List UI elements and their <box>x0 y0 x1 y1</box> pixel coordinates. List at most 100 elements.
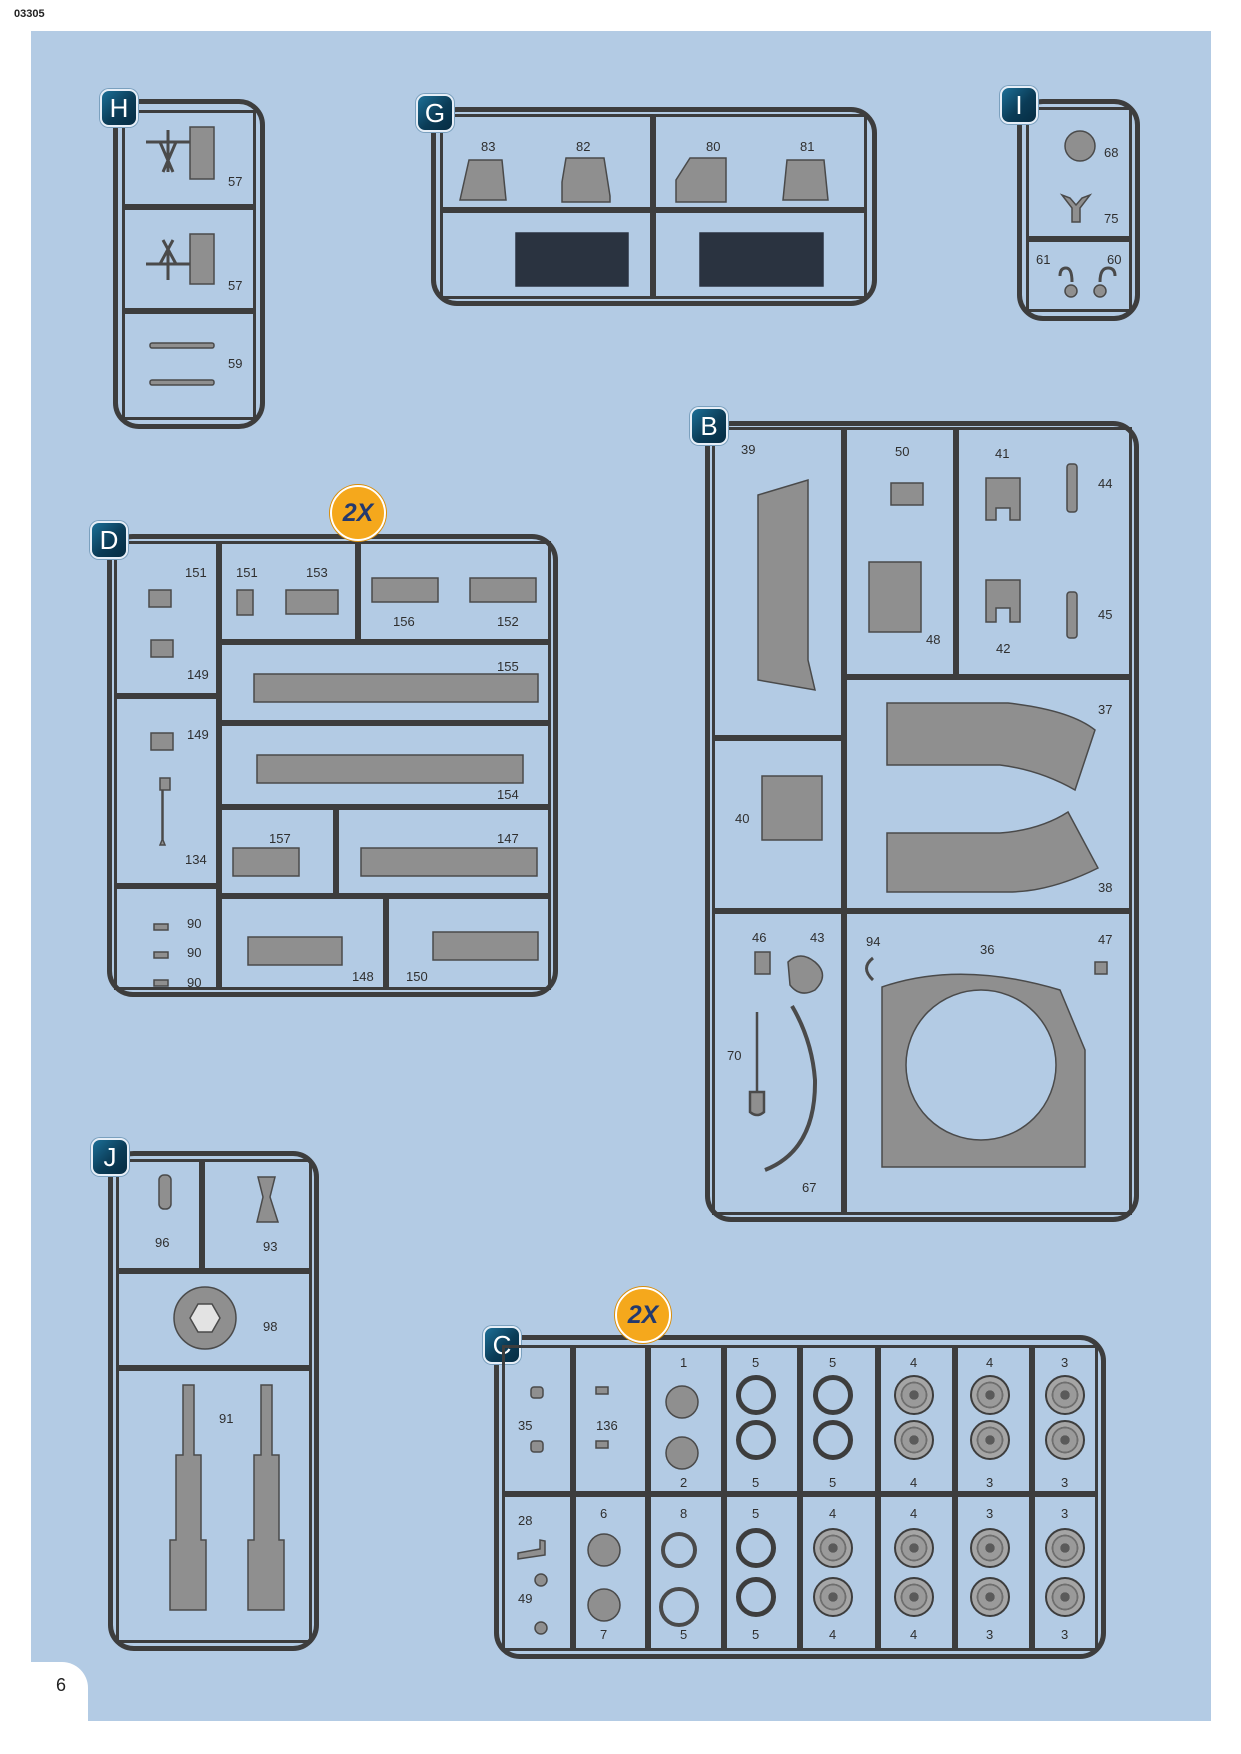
part-number: 59 <box>228 356 243 371</box>
sprue-d-frame <box>107 534 558 997</box>
sprue-b-cell <box>712 738 844 911</box>
part-number: 98 <box>263 1319 278 1334</box>
part-number: 157 <box>269 831 291 846</box>
sprue-d-cell <box>219 723 551 807</box>
part-number: 81 <box>800 139 815 154</box>
road-wheel <box>970 1577 1010 1617</box>
sprue-d-multiplier: 2X <box>330 485 386 541</box>
part-number: 45 <box>1098 607 1113 622</box>
part-number: 82 <box>576 139 591 154</box>
part-number: 151 <box>185 565 207 580</box>
part-number: 83 <box>481 139 496 154</box>
sprue-g-cell <box>653 114 867 210</box>
sprue-b-cell <box>844 911 1132 1215</box>
part-number: 96 <box>155 1235 170 1250</box>
sprue-g-cell <box>440 210 653 299</box>
sprue-c-cell <box>955 1345 1032 1494</box>
sprue-h-cell <box>122 207 256 311</box>
part-number: 4 <box>829 1506 837 1521</box>
part-number: 7 <box>600 1627 608 1642</box>
part-number: 70 <box>727 1048 742 1063</box>
sprue-b-cell <box>844 427 956 677</box>
part-number: 3 <box>986 1475 994 1490</box>
part-number: 156 <box>393 614 415 629</box>
part-number: 36 <box>980 942 995 957</box>
sprue-c-cell <box>1032 1345 1098 1494</box>
return-roller-ring <box>736 1420 776 1460</box>
road-wheel <box>813 1528 853 1568</box>
road-wheel <box>970 1420 1010 1460</box>
part-number: 90 <box>187 916 202 931</box>
part-number: 8 <box>680 1506 688 1521</box>
part-number: 148 <box>352 969 374 984</box>
part-number: 68 <box>1104 145 1119 160</box>
part-number: 5 <box>752 1475 760 1490</box>
part-number: 44 <box>1098 476 1113 491</box>
part-number: 48 <box>926 632 941 647</box>
part-number: 3 <box>1061 1475 1069 1490</box>
sprue-c-cell <box>955 1494 1032 1651</box>
part-number: 5 <box>752 1506 760 1521</box>
sprue-g-cell <box>440 114 653 210</box>
sprue-d-badge: D <box>90 521 128 559</box>
return-roller-ring <box>736 1375 776 1415</box>
sprue-b-cell <box>956 427 1132 677</box>
sprue-i-cell <box>1026 107 1132 239</box>
road-wheel <box>1045 1577 1085 1617</box>
part-number: 4 <box>829 1627 837 1642</box>
sprue-b-frame <box>705 421 1139 1222</box>
document-code: 03305 <box>14 8 45 20</box>
part-number: 37 <box>1098 702 1113 717</box>
sprue-b-cell <box>712 911 844 1215</box>
part-number: 4 <box>910 1627 918 1642</box>
part-number: 4 <box>910 1475 918 1490</box>
part-number: 1 <box>680 1355 688 1370</box>
part-number: 90 <box>187 975 202 990</box>
sprue-d-cell <box>219 541 358 642</box>
part-number: 40 <box>735 811 750 826</box>
sprue-i-badge: I <box>1000 86 1038 124</box>
sprue-c-cell <box>573 1494 648 1651</box>
part-number: 46 <box>752 930 767 945</box>
return-roller-ring <box>813 1420 853 1460</box>
part-number: 5 <box>829 1475 837 1490</box>
sprue-d-cell <box>114 886 219 990</box>
sprue-d-cell <box>114 696 219 886</box>
part-number: 60 <box>1107 252 1122 267</box>
sprue-b-cell <box>844 677 1132 911</box>
part-number: 3 <box>1061 1627 1069 1642</box>
part-number: 41 <box>995 446 1010 461</box>
part-number: 94 <box>866 934 881 949</box>
page-number-tab <box>0 1662 88 1754</box>
part-number: 4 <box>986 1355 994 1370</box>
part-number: 50 <box>895 444 910 459</box>
return-roller-ring <box>736 1528 776 1568</box>
part-number: 42 <box>996 641 1011 656</box>
part-number: 39 <box>741 442 756 457</box>
part-number: 61 <box>1036 252 1051 267</box>
part-number: 149 <box>187 667 209 682</box>
part-number: 5 <box>752 1355 760 1370</box>
part-number: 134 <box>185 852 207 867</box>
return-roller-ring <box>736 1577 776 1617</box>
sprue-d-cell <box>386 896 551 990</box>
part-number: 4 <box>910 1355 918 1370</box>
sprue-j-badge: J <box>91 1138 129 1176</box>
part-number: 90 <box>187 945 202 960</box>
sprue-g-badge: G <box>416 94 454 132</box>
road-wheel <box>970 1528 1010 1568</box>
part-number: 150 <box>406 969 428 984</box>
sprue-h-cell <box>122 110 256 207</box>
part-number: 153 <box>306 565 328 580</box>
part-number: 3 <box>986 1506 994 1521</box>
road-wheel <box>894 1577 934 1617</box>
sprue-i-cell <box>1026 239 1132 312</box>
sprue-h-cell <box>122 311 256 420</box>
road-wheel <box>894 1375 934 1415</box>
sprue-c-frame <box>494 1335 1106 1659</box>
return-roller-ring <box>813 1375 853 1415</box>
part-number: 28 <box>518 1513 533 1528</box>
sprue-b-badge: B <box>690 407 728 445</box>
road-wheel <box>1045 1420 1085 1460</box>
part-number: 2 <box>680 1475 688 1490</box>
